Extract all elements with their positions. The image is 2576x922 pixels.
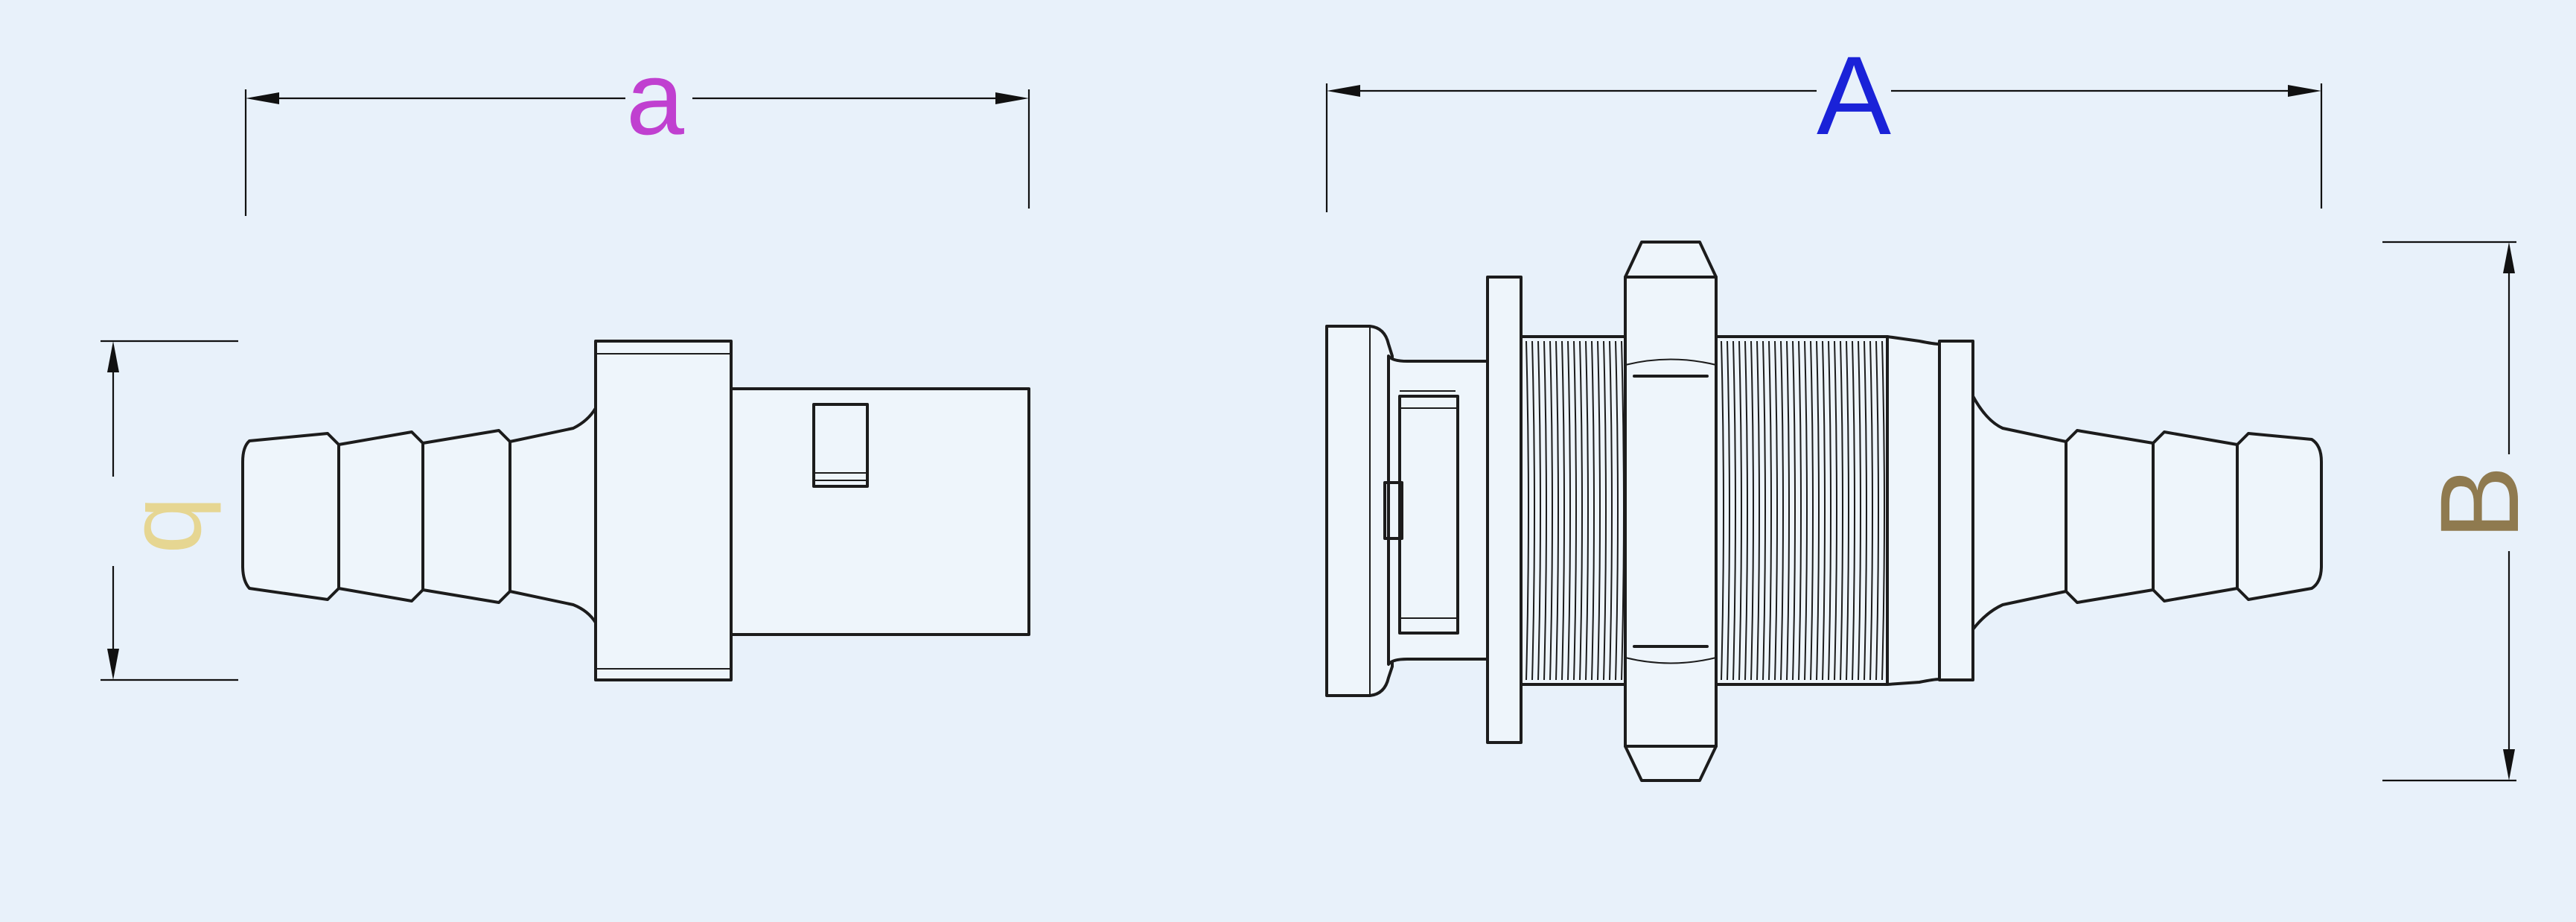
thread-lines: [1525, 340, 1885, 681]
thread-line: [1774, 340, 1778, 681]
thread-line: [1828, 340, 1831, 681]
thread-line: [1786, 340, 1790, 681]
thread-line: [1875, 340, 1879, 681]
thread-line: [1537, 340, 1541, 681]
thread-line: [1816, 340, 1820, 681]
thread-line: [1864, 340, 1867, 681]
thread-line: [1840, 340, 1843, 681]
thread-line: [1721, 340, 1724, 681]
thread-line: [1525, 340, 1529, 681]
thread-line: [1750, 340, 1754, 681]
thread-line: [1822, 340, 1826, 681]
barb-segment-1: [241, 432, 340, 601]
barb-collar: [1938, 340, 1974, 681]
right-barb-segment-3: [2236, 432, 2323, 601]
thread-line: [1543, 340, 1547, 681]
thread-line: [1858, 340, 1861, 681]
barb-segment-4: [508, 407, 597, 624]
right-barb-segment-1: [2065, 429, 2155, 604]
dimension-b: b: [101, 340, 240, 681]
thread-line: [1531, 340, 1535, 681]
latch-window: [812, 403, 869, 488]
dimension-label-a: a: [626, 39, 684, 156]
thread-line: [1567, 340, 1571, 681]
mounting-washer: [1486, 276, 1523, 744]
thread-line: [1798, 340, 1802, 681]
thread-line: [1810, 340, 1814, 681]
thread-line: [1549, 340, 1553, 681]
thread-line: [1792, 340, 1796, 681]
thread-line: [1615, 340, 1619, 681]
bulkhead-fitting-part: [1325, 241, 2323, 782]
thread-line: [1881, 340, 1885, 681]
coupling-insert-part: [241, 340, 1030, 681]
thread-line: [1597, 340, 1601, 681]
thread-line: [1846, 340, 1849, 681]
thread-line: [1579, 340, 1583, 681]
dimension-A: A: [1325, 33, 2323, 212]
right-barb-neck: [1971, 395, 2068, 631]
thread-taper: [1886, 335, 1941, 686]
dimension-label-A: A: [1817, 33, 1891, 158]
thread-line: [1834, 340, 1837, 681]
thread-line: [1780, 340, 1784, 681]
thread-line: [1744, 340, 1748, 681]
thread-line: [1603, 340, 1607, 681]
thread-line: [1585, 340, 1589, 681]
dimension-label-B: B: [2417, 465, 2542, 540]
coupling-body: [730, 387, 1030, 636]
thread-line: [1555, 340, 1559, 681]
barb-segment-3: [421, 429, 511, 604]
thread-line: [1732, 340, 1736, 681]
thread-line: [1609, 340, 1613, 681]
dimension-label-b: b: [123, 496, 240, 554]
thread-line: [1762, 340, 1766, 681]
thread-line: [1573, 340, 1577, 681]
thread-line: [1804, 340, 1808, 681]
socket-latch: [1383, 481, 1403, 540]
thread-line: [1756, 340, 1760, 681]
right-barb-segment-2: [2152, 430, 2239, 603]
dimension-B: B: [2382, 241, 2542, 782]
dimension-a: a: [244, 39, 1030, 216]
hex-nut: [1624, 241, 1718, 782]
thread-line: [1727, 340, 1730, 681]
thread-line: [1869, 340, 1873, 681]
thread-line: [1591, 340, 1595, 681]
barb-segment-2: [337, 430, 424, 603]
thread-line: [1561, 340, 1565, 681]
socket-flange: [1325, 325, 1394, 697]
coupling-collar: [594, 340, 733, 681]
thread-line: [1738, 340, 1742, 681]
thread-line: [1768, 340, 1772, 681]
thread-line: [1852, 340, 1855, 681]
